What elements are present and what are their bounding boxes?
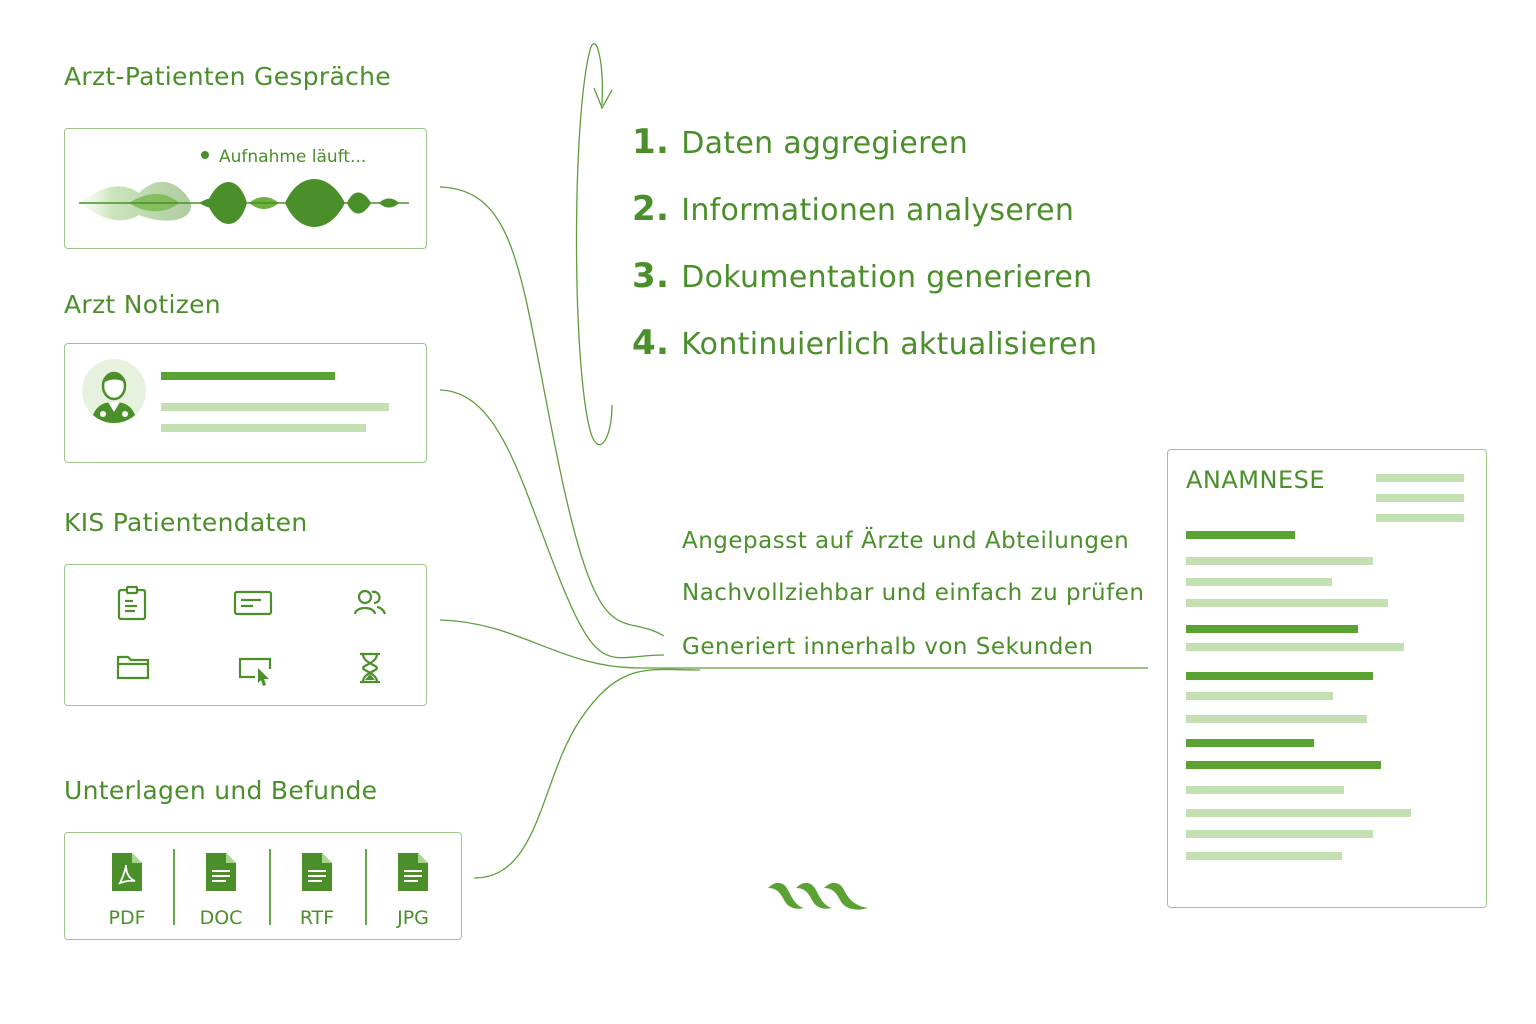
- files-card: PDF DOC RTF JPG: [64, 832, 462, 940]
- document-line: [1186, 599, 1388, 607]
- folder-icon: [116, 655, 150, 680]
- document-line: [1186, 557, 1373, 565]
- divider: [269, 849, 271, 925]
- jpg-file-icon: [398, 853, 428, 891]
- divider: [173, 849, 175, 925]
- header-line: [1376, 494, 1464, 502]
- id-card-icon: [233, 590, 273, 616]
- header-line: [1376, 474, 1464, 482]
- step-label: Informationen analyseren: [681, 193, 1075, 228]
- file-jpg: JPG: [365, 851, 461, 929]
- file-rtf: RTF: [269, 851, 365, 929]
- note-line: [161, 372, 335, 380]
- notes-card: [64, 343, 427, 463]
- clipboard-icon: [117, 585, 147, 621]
- document-line: [1186, 739, 1314, 747]
- step-number: 1.: [632, 122, 670, 162]
- brand-logo-icon: [768, 882, 868, 910]
- document-line: [1186, 786, 1344, 794]
- recording-status: Aufnahme läuft...: [219, 147, 367, 167]
- kis-title: KIS Patientendaten: [64, 508, 308, 537]
- documents-title: Unterlagen und Befunde: [64, 776, 378, 805]
- step-label: Kontinuierlich aktualisieren: [681, 327, 1098, 362]
- file-label: DOC: [199, 907, 243, 929]
- step-label: Daten aggregieren: [681, 126, 969, 161]
- feature-customized: Angepasst auf Ärzte und Abteilungen: [682, 528, 1130, 554]
- step-1: 1. Daten aggregieren: [632, 122, 968, 162]
- step-2: 2. Informationen analyseren: [632, 189, 1074, 229]
- step-4: 4. Kontinuierlich aktualisieren: [632, 323, 1097, 363]
- document-line: [1186, 715, 1367, 723]
- anamnese-document: ANAMNESE: [1167, 449, 1487, 908]
- feature-fast: Generiert innerhalb von Sekunden: [682, 634, 1094, 660]
- note-line: [161, 403, 389, 411]
- step-label: Dokumentation generieren: [681, 260, 1093, 295]
- document-line: [1186, 852, 1342, 860]
- note-line: [161, 424, 366, 432]
- file-doc: DOC: [173, 851, 269, 929]
- waveform-icon: [79, 179, 409, 227]
- step-number: 2.: [632, 189, 670, 229]
- doctor-avatar-icon: [82, 359, 146, 423]
- document-line: [1186, 531, 1295, 539]
- hourglass-icon: [360, 652, 380, 684]
- feature-traceable: Nachvollziehbar und einfach zu prüfen: [682, 580, 1145, 606]
- file-label: JPG: [397, 907, 429, 929]
- document-line: [1186, 643, 1404, 651]
- step-number: 3.: [632, 256, 670, 296]
- header-line: [1376, 514, 1464, 522]
- notes-title: Arzt Notizen: [64, 290, 221, 319]
- file-label: RTF: [299, 907, 335, 929]
- file-label: PDF: [108, 907, 146, 929]
- document-line: [1186, 672, 1373, 680]
- file-pdf: PDF: [79, 851, 175, 929]
- document-line: [1186, 578, 1332, 586]
- users-icon: [353, 589, 387, 615]
- document-line: [1186, 761, 1381, 769]
- document-line: [1186, 625, 1358, 633]
- step-number: 4.: [632, 323, 670, 363]
- kis-card: [64, 564, 427, 706]
- divider: [365, 849, 367, 925]
- monitor-click-icon: [238, 657, 272, 686]
- conversations-title: Arzt-Patienten Gespräche: [64, 62, 391, 91]
- document-line: [1186, 809, 1411, 817]
- document-title: ANAMNESE: [1186, 466, 1326, 494]
- step-3: 3. Dokumentation generieren: [632, 256, 1092, 296]
- doc-file-icon: [206, 853, 236, 891]
- recording-dot-icon: [201, 151, 209, 159]
- document-line: [1186, 830, 1373, 838]
- document-line: [1186, 692, 1333, 700]
- pdf-file-icon: [112, 853, 142, 891]
- recording-card: Aufnahme läuft...: [64, 128, 427, 249]
- rtf-file-icon: [302, 853, 332, 891]
